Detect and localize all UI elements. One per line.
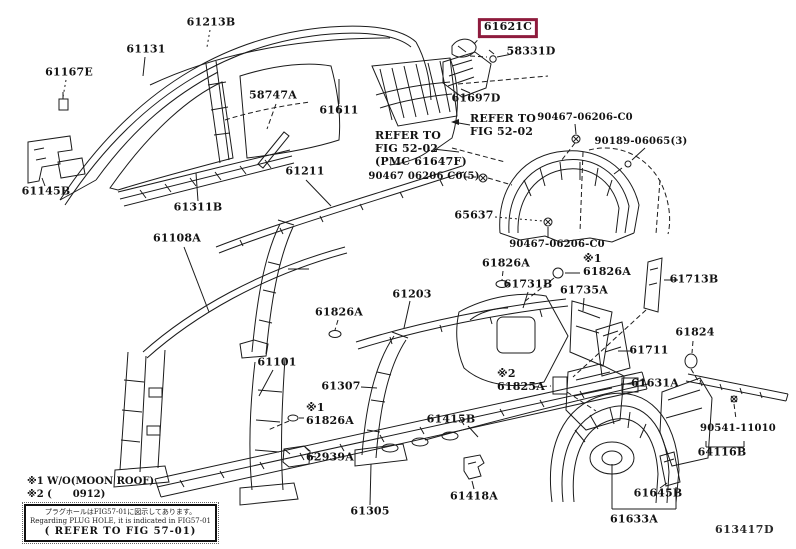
bolt-icon <box>613 147 646 175</box>
grommet-icon <box>287 267 701 422</box>
part-label-61713B[interactable]: 61713B <box>669 272 719 286</box>
front-pillar-lower-art <box>113 349 299 506</box>
part-label-61735A[interactable]: 61735A <box>559 283 609 297</box>
part-label-65637[interactable]: 65637 <box>454 208 494 222</box>
part-label-90467-06206-C0-bottom[interactable]: 90467-06206-C0 <box>509 239 605 251</box>
legend-marker2: ※2 ( 0912) <box>27 489 106 500</box>
center-pillar-lower-art <box>354 331 409 467</box>
part-label-61824[interactable]: 61824 <box>675 325 715 339</box>
part-label-61211[interactable]: 61211 <box>285 164 325 178</box>
clip-fastener-icon <box>465 123 581 238</box>
part-label-61633A[interactable]: 61633A <box>609 512 659 526</box>
part-label-64116B[interactable]: 64116B <box>697 445 747 459</box>
part-label-61305[interactable]: 61305 <box>350 504 390 518</box>
part-label-61145B[interactable]: 61145B <box>21 184 71 198</box>
part-label-90467-06206-C0-5[interactable]: 90467 06206 C0(5) <box>368 171 480 183</box>
cowl-side-bracket-art <box>27 135 86 187</box>
part-label-61645B[interactable]: 61645B <box>633 486 683 500</box>
quarter-inner-panel-art <box>456 257 678 387</box>
quarter-wheelhouse-outer-art <box>659 373 789 467</box>
bodyside-outer-panel-art <box>59 25 549 207</box>
part-label-61203[interactable]: 61203 <box>392 287 432 301</box>
part-label-62939A[interactable]: 62939A <box>305 450 355 464</box>
plug-hole-note-box: プラグホールはFIG57-01に図示してあります。 Regarding PLUG… <box>22 502 219 544</box>
part-label-61418A[interactable]: 61418A <box>449 489 499 503</box>
quarter-garnish-strip-art <box>257 103 290 169</box>
roof-side-rails-art <box>142 165 569 359</box>
part-label-61611[interactable]: 61611 <box>319 103 359 117</box>
note-line-english: Regarding PLUG HOLE, it is indicated in … <box>29 516 211 525</box>
legend-marker1: ※1 W/O(MOON ROOF) <box>27 476 155 487</box>
rear-wheelhouse-liner-art <box>494 147 671 243</box>
part-label-61697D[interactable]: 61697D <box>451 91 501 105</box>
part-label-61711[interactable]: 61711 <box>629 343 669 357</box>
part-label-90467-06206-C0-top[interactable]: 90467-06206-C0 <box>537 112 633 124</box>
part-label-90541-11010[interactable]: 90541-11010 <box>700 423 776 435</box>
part-label-61167E[interactable]: 61167E <box>45 65 93 79</box>
part-label-61311B[interactable]: 61311B <box>173 200 223 214</box>
part-label-61108A[interactable]: 61108A <box>152 231 202 245</box>
part-label-61631A[interactable]: 61631A <box>630 376 680 390</box>
rocker-panel-art <box>154 371 649 506</box>
part-label-61621C[interactable]: 61621C <box>477 18 539 38</box>
center-pillar-upper-art <box>239 219 309 359</box>
part-label-61415B[interactable]: 61415B <box>426 412 476 426</box>
part-label-61213B[interactable]: 61213B <box>186 15 236 29</box>
part-label-58331D[interactable]: 58331D <box>506 44 556 58</box>
note-line-japanese: プラグホールはFIG57-01に図示してあります。 <box>44 508 197 516</box>
figure-code: 613417D <box>715 523 774 536</box>
part-label-58747A[interactable]: 58747A <box>248 88 298 102</box>
part-label-61731B[interactable]: 61731B <box>503 277 553 291</box>
part-label-61826A-mid[interactable]: 61826A <box>314 305 364 319</box>
leader-lines-art <box>142 29 211 77</box>
note-line-refer: ( REFER TO FIG 57-01) <box>44 525 197 537</box>
part-label-61101[interactable]: 61101 <box>257 355 297 369</box>
part-label-61131[interactable]: 61131 <box>126 42 166 56</box>
part-label-61307[interactable]: 61307 <box>321 379 361 393</box>
part-label-61826A-upper[interactable]: 61826A <box>481 256 531 270</box>
part-label-90189-06065[interactable]: 90189-06065(3) <box>594 136 688 148</box>
screw-icon <box>58 79 69 111</box>
